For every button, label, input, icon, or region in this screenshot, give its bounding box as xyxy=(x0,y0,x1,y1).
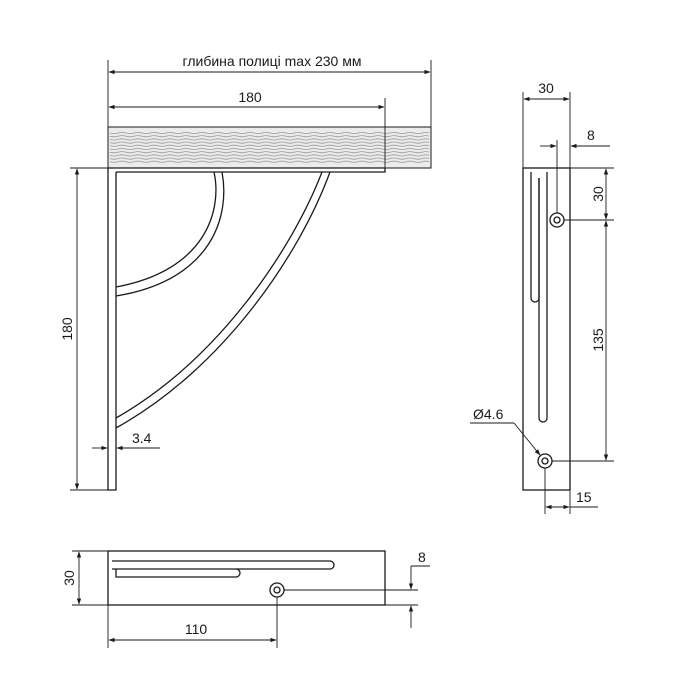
dim-side-bottom-hole-label: 15 xyxy=(576,489,592,505)
dim-side-top-hole: 30 xyxy=(564,167,614,221)
wood-grain-line xyxy=(109,132,430,134)
dim-bottom-hole-offset-label: 8 xyxy=(418,549,426,565)
bottom-hole xyxy=(269,582,285,598)
dim-bottom-length-label: 110 xyxy=(185,621,208,637)
dim-hole-diameter-label: Ø4.6 xyxy=(473,406,504,422)
wood-grain-line xyxy=(109,157,430,160)
side-hole-bottom xyxy=(537,453,553,469)
side-view: 30 8 30 135 Ø4.6 xyxy=(470,80,614,514)
side-hole-top xyxy=(549,212,565,228)
dim-height-label: 180 xyxy=(59,317,75,341)
wood-grain-line xyxy=(109,148,430,150)
dim-thickness-label: 3.4 xyxy=(132,430,152,446)
dim-side-hole-offset-label: 8 xyxy=(587,127,595,143)
wood-grain-line xyxy=(109,160,430,163)
dim-side-hole-spacing-label: 135 xyxy=(590,328,606,352)
dim-thickness: 3.4 xyxy=(92,430,160,451)
dim-bottom-width-label: 30 xyxy=(61,570,77,586)
dim-top-length: 180 xyxy=(108,89,386,168)
dim-bottom-hole-offset: 8 xyxy=(284,549,430,628)
dim-side-width-label: 30 xyxy=(538,80,554,96)
dim-shelf-depth: глибина полиці max 230 мм xyxy=(107,53,432,127)
shelf-board xyxy=(107,126,432,169)
dim-height: 180 xyxy=(59,167,108,491)
dim-side-hole-offset: 8 xyxy=(540,127,610,213)
wood-grain-line xyxy=(109,144,430,147)
dim-side-width: 30 xyxy=(522,80,571,168)
wood-grain-line xyxy=(109,151,430,154)
dim-bottom-width: 30 xyxy=(61,550,108,606)
dim-shelf-depth-label: глибина полиці max 230 мм xyxy=(183,53,362,69)
dim-side-bottom-hole: 15 xyxy=(544,468,598,514)
wood-grain-line xyxy=(109,135,430,138)
wood-grain-line xyxy=(109,138,430,141)
dim-side-top-hole-label: 30 xyxy=(590,186,606,202)
dim-top-length-label: 180 xyxy=(238,89,262,105)
dim-side-hole-spacing: 135 xyxy=(552,220,614,462)
wood-grain xyxy=(109,132,430,163)
bottom-view: 30 8 110 xyxy=(61,549,430,648)
dim-hole-diameter: Ø4.6 xyxy=(470,406,541,456)
dim-bottom-length: 110 xyxy=(107,597,278,648)
wood-grain-line xyxy=(109,141,430,144)
front-view: глибина полиці max 230 мм 180 180 3.4 xyxy=(59,53,432,491)
bracket xyxy=(107,167,386,491)
wood-grain-line xyxy=(109,154,430,157)
